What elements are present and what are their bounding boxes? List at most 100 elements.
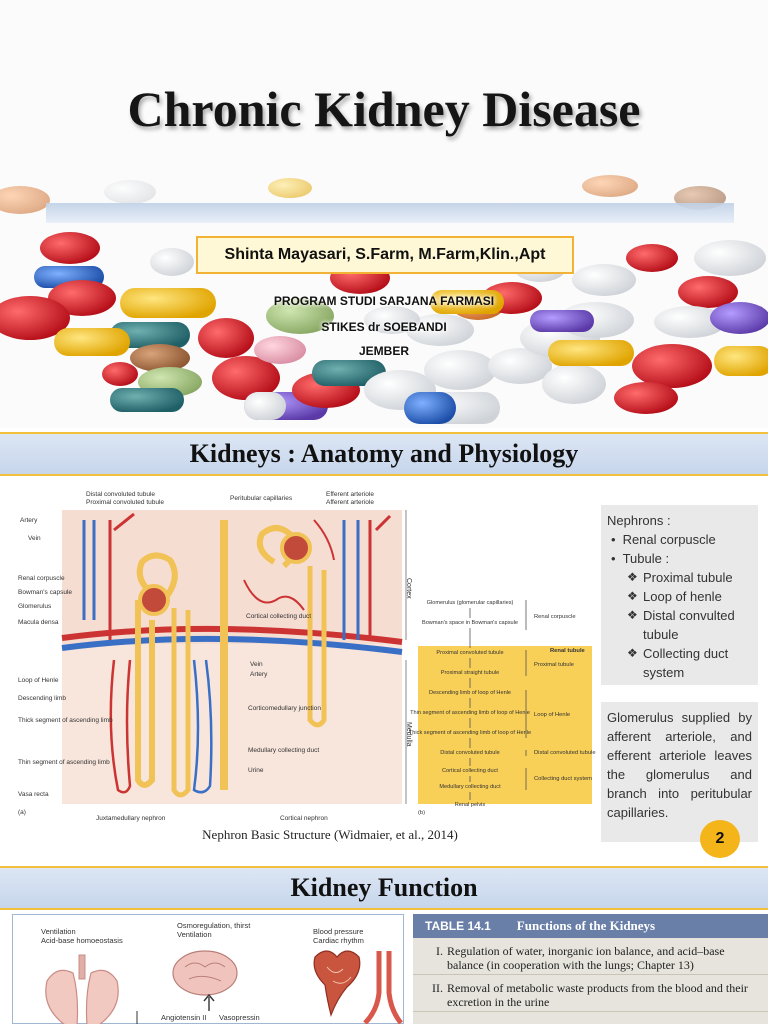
diamond-bullet-icon: ❖ <box>627 589 638 603</box>
label-vasa-recta: Vasa recta <box>18 791 49 798</box>
flow-step-8: Distal convoluted tubule <box>440 750 499 756</box>
affiliation-line-2: STIKES dr SOEBANDI <box>321 320 447 334</box>
kidney-functions-table: TABLE 14.1 Functions of the Kidneys I. R… <box>413 914 768 1024</box>
label-distal-convoluted: Distal convoluted tubule <box>86 491 155 498</box>
organ-label-acid-base: Acid-base homoeostasis <box>41 936 123 945</box>
organ-illustrations <box>45 950 403 1024</box>
tubule-sub-item: ❖ Proximal tubule <box>607 568 752 587</box>
organ-label-ventilation: Ventilation <box>41 927 76 936</box>
label-bowmans-capsule: Bowman's capsule <box>18 589 72 596</box>
flow-step-3: Proximal convoluted tubule <box>436 650 503 656</box>
flow-group-distal: Distal convoluted tubule <box>534 750 596 756</box>
tubule-sub-label: Collecting duct system <box>643 646 729 680</box>
label-medullary-collecting: Medullary collecting duct <box>248 747 319 754</box>
panel-b-label: (b) <box>418 810 425 816</box>
label-loop-of-henle: Loop of Henle <box>18 677 59 684</box>
table-header: TABLE 14.1 Functions of the Kidneys <box>413 914 768 938</box>
nephrons-box: Nephrons : Renal corpuscle Tubule : ❖ Pro… <box>601 505 758 685</box>
pills-photo <box>0 175 768 424</box>
author-box: Shinta Mayasari, S.Farm, M.Farm,Klin.,Ap… <box>196 236 574 274</box>
flow-step-2: Bowman's space in Bowman's capsule <box>422 620 518 626</box>
label-thin-segment: Thin segment of ascending limb <box>18 759 110 766</box>
organ-label-angiotensin: Angiotensin II <box>161 1013 207 1022</box>
label-macula-densa: Macula densa <box>18 619 59 626</box>
flow-step-5: Descending limb of loop of Henle <box>429 690 511 696</box>
row-number: II. <box>432 981 443 995</box>
organ-label-blood-pressure: Blood pressure <box>313 927 364 936</box>
flow-group-collecting: Collecting duct system <box>534 776 592 782</box>
label-artery-2: Artery <box>250 671 268 678</box>
table-title: Functions of the Kidneys <box>516 918 656 933</box>
kidney-function-header: Kidney Function <box>0 866 768 910</box>
row-text: Removal of metabolic waste products from… <box>447 981 748 1009</box>
label-efferent: Efferent arteriole <box>326 491 374 498</box>
tubule-sub-item: ❖ Collecting duct system <box>607 644 752 682</box>
label-peritubular: Peritubular capillaries <box>230 495 293 502</box>
label-proximal-convoluted: Proximal convoluted tubule <box>86 499 164 506</box>
nephron-item-tubule: Tubule : <box>607 549 752 568</box>
kidney-function-slide: Kidney Function Ventilation Acid-base ho… <box>0 866 768 1024</box>
accent-bar <box>46 203 734 223</box>
label-renal-corpuscle: Renal corpuscle <box>18 575 65 582</box>
presentation-title: Chronic Kidney Disease <box>127 81 641 137</box>
flow-step-11: Renal pelvis <box>455 802 486 808</box>
diamond-bullet-icon: ❖ <box>627 608 638 622</box>
tubule-sub-item: ❖ Distal convulted tubule <box>607 606 752 644</box>
flow-step-10: Medullary collecting duct <box>439 784 501 790</box>
nephron-diagram: Artery Vein Renal corpuscle Bowman's cap… <box>18 491 596 822</box>
glomerulus-note: Glomerulus supplied by afferent arteriol… <box>601 702 758 842</box>
label-afferent: Afferent arteriole <box>326 499 374 506</box>
label-juxtamedullary: Juxtamedullary nephron <box>96 815 166 822</box>
label-urine: Urine <box>248 767 264 774</box>
figure-caption: Nephron Basic Structure (Widmaier, et al… <box>202 827 458 842</box>
label-descending-limb: Descending limb <box>18 695 66 702</box>
blood-vessel-icon <box>363 951 403 1024</box>
flow-step-9: Cortical collecting duct <box>442 768 498 774</box>
label-vein-2: Vein <box>250 661 263 668</box>
row-number: I. <box>436 944 443 958</box>
table-row: II. Removal of metabolic waste products … <box>413 975 768 1012</box>
label-corticomedullary: Corticomedullary junction <box>248 705 321 712</box>
panel-a-label: (a) <box>18 809 26 816</box>
lungs-icon <box>45 969 79 1024</box>
affiliation-line-3: JEMBER <box>358 344 409 358</box>
brain-icon <box>172 950 238 996</box>
affiliation-line-1: PROGRAM STUDI SARJANA FARMASI <box>273 294 495 308</box>
label-medulla: Medulla <box>405 722 412 747</box>
flow-step-7: Thick segment of ascending limb of loop … <box>409 730 531 736</box>
label-cortical-nephron: Cortical nephron <box>280 815 328 822</box>
tubule-sub-label: Loop of henle <box>643 589 722 604</box>
tubule-sub-item: ❖ Loop of henle <box>607 587 752 606</box>
flow-step-6: Thin segment of ascending limb of loop o… <box>410 710 530 716</box>
table-row: I. Regulation of water, inorganic ion ba… <box>413 938 768 975</box>
organ-label-ventilation-2: Ventilation <box>177 930 212 939</box>
label-artery: Artery <box>20 517 38 524</box>
page-number-badge: 2 <box>700 820 740 858</box>
flow-step-1: Glomerulus (glomerular capillaries) <box>427 600 514 606</box>
title-slide: Chronic Kidney Disease <box>0 0 768 428</box>
tubule-sub-label: Distal convulted tubule <box>643 608 735 642</box>
flow-step-4: Proximal straight tubule <box>441 670 499 676</box>
flow-group-renal-corpuscle: Renal corpuscle <box>534 614 576 620</box>
tubule-sub-label: Proximal tubule <box>643 570 733 585</box>
organ-label-osmoregulation: Osmoregulation, thirst <box>177 921 251 930</box>
flow-group-renal-tubule: Renal tubule <box>550 648 586 654</box>
organ-diagram: Ventilation Acid-base homoeostasis Osmor… <box>12 914 404 1024</box>
label-cortical-collecting-duct: Cortical collecting duct <box>246 613 311 620</box>
organ-label-vasopressin: Vasopressin <box>219 1013 260 1022</box>
diamond-bullet-icon: ❖ <box>627 570 638 584</box>
diamond-bullet-icon: ❖ <box>627 646 638 660</box>
flow-group-loop: Loop of Henle <box>534 712 570 718</box>
anatomy-slide: Kidneys : Anatomy and Physiology A <box>0 432 768 858</box>
nephrons-title: Nephrons : <box>607 513 671 528</box>
anatomy-header: Kidneys : Anatomy and Physiology <box>0 432 768 476</box>
nephron-item-renal-corpuscle: Renal corpuscle <box>607 530 752 549</box>
table-number: TABLE 14.1 <box>425 919 491 933</box>
label-glomerulus: Glomerulus <box>18 603 52 610</box>
organ-label-cardiac-rhythm: Cardiac rhythm <box>313 936 364 945</box>
label-vein: Vein <box>28 535 41 542</box>
flow-group-proximal: Proximal tubule <box>534 662 574 668</box>
row-text: Regulation of water, inorganic ion balan… <box>447 944 725 972</box>
label-cortex: Cortex <box>405 578 412 599</box>
label-thick-segment: Thick segment of ascending limb <box>18 717 113 724</box>
